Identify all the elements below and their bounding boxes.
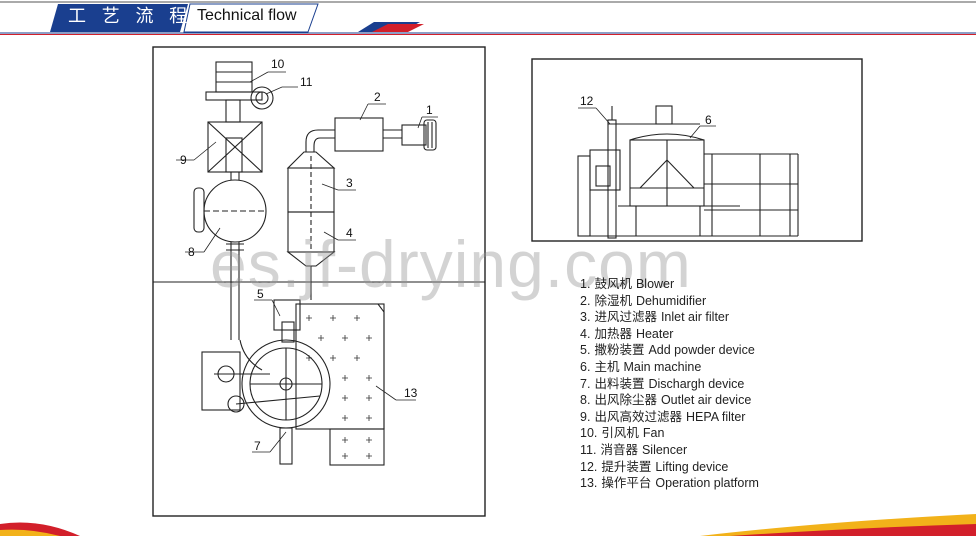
legend-item-en: Dehumidifier [635, 293, 707, 308]
legend-item-en: Lifting device [655, 459, 729, 474]
callout-8: 8 [188, 245, 195, 259]
legend-item-num: 11. [580, 442, 597, 457]
inlet-filter-and-heater-unit [286, 151, 336, 300]
legend-item-cn: 加热器 [594, 326, 632, 341]
legend-item-en: Operation platform [655, 476, 759, 491]
callout-13: 13 [404, 386, 418, 400]
main-machine-top-view [201, 339, 331, 429]
callout-7: 7 [254, 439, 261, 453]
legend-item-num: 2. [580, 293, 591, 308]
legend-item-cn: 撒粉装置 [594, 343, 645, 358]
legend-item-num: 4. [580, 326, 591, 341]
legend-item-num: 12. [580, 459, 598, 474]
title-blue-band [50, 4, 188, 32]
legend-item-en: Add powder device [648, 343, 755, 358]
callout-12: 12 [580, 94, 594, 108]
footer-red-swoosh-right [730, 524, 976, 536]
add-powder-device-unit [273, 299, 301, 343]
legend-item-cn: 出料装置 [594, 376, 645, 391]
right-diagram-frame [531, 58, 863, 242]
callout-4: 4 [346, 226, 353, 240]
header-graphic [0, 1, 976, 35]
outlet-air-device-unit [193, 179, 267, 243]
discharge-device-unit [279, 427, 293, 465]
legend-item-en: Outlet air device [660, 393, 752, 408]
main-machine-side-view [577, 105, 799, 239]
legend-item-num: 13. [580, 476, 598, 491]
legend-item-num: 1. [580, 277, 591, 291]
callout-leader-lines [176, 71, 716, 453]
legend-item-cn: 主机 [594, 359, 620, 374]
page-title-chinese: 工 艺 流 程 [68, 6, 193, 27]
callout-5: 5 [257, 287, 264, 301]
legend-item-cn: 出风除尘器 [594, 393, 657, 408]
dehumidifier-unit [334, 117, 384, 152]
legend-item-en: HEPA filter [685, 409, 746, 424]
legend-item-cn: 操作平台 [601, 476, 652, 491]
callout-3: 3 [346, 176, 353, 190]
legend-item-num: 5. [580, 343, 591, 358]
legend-item-num: 7. [580, 376, 591, 391]
legend-item-en: Inlet air filter [660, 310, 730, 325]
legend-item-en: Dischargh device [648, 376, 745, 391]
legend-item-cn: 引风机 [601, 426, 639, 441]
header-red-stripe [372, 24, 424, 32]
fan-unit [205, 61, 263, 123]
footer-stripes [0, 514, 976, 536]
page-title-english: Technical flow [197, 7, 297, 24]
callout-11: 11 [300, 75, 313, 89]
platform-hatch-pattern [306, 315, 372, 459]
legend-item-cn: 出风高效过滤器 [594, 409, 682, 424]
callout-9: 9 [180, 153, 187, 167]
operation-platform-unit [295, 303, 385, 466]
blower-unit [401, 119, 437, 151]
callout-1: 1 [426, 103, 433, 117]
legend-item-num: 3. [580, 310, 591, 325]
watermark-text: es.jf-drying.com [210, 227, 692, 301]
legend-item-cn: 提升装置 [601, 459, 652, 474]
legend-item-num: 10. [580, 426, 598, 441]
legend-item-en: Fan [642, 426, 665, 441]
callout-2: 2 [374, 90, 381, 104]
legend-item-en: Silencer [641, 442, 688, 457]
footer-yellow-swoosh-left [0, 529, 60, 536]
callout-6: 6 [705, 113, 712, 127]
legend-item-en: Heater [635, 326, 674, 341]
header-banner: 工 艺 流 程 Technical flow [0, 0, 976, 40]
legend-item-en: Main machine [623, 359, 702, 374]
legend-item-cn: 消音器 [600, 442, 638, 457]
legend-item-num: 8. [580, 393, 591, 408]
hepa-filter-unit [207, 121, 263, 173]
legend-item-cn: 鼓风机 [594, 277, 632, 291]
legend-item-cn: 除湿机 [594, 293, 632, 308]
legend-item-en: Blower [635, 277, 675, 291]
legend-item-num: 6. [580, 359, 591, 374]
callout-10: 10 [271, 57, 285, 71]
silencer-unit [250, 86, 274, 110]
legend-item-cn: 进风过滤器 [594, 310, 657, 325]
legend-item-num: 9. [580, 409, 591, 424]
